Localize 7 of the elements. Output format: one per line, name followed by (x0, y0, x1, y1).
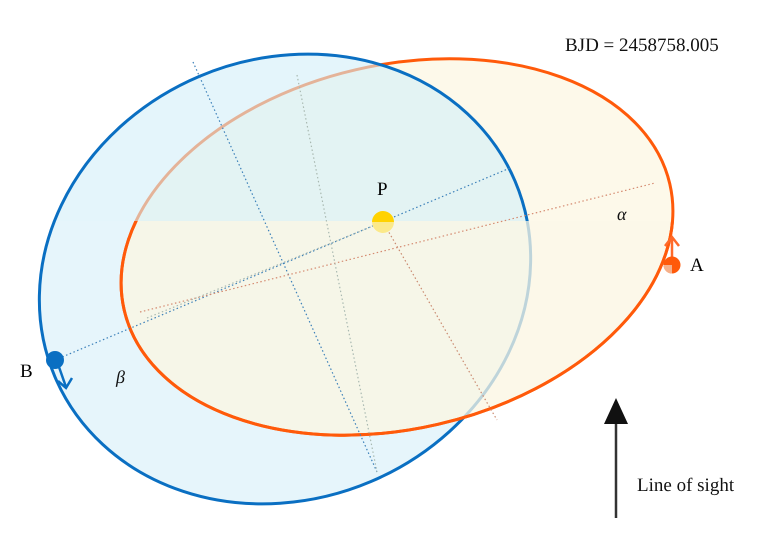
point-label: A (690, 256, 704, 275)
point-label: B (20, 362, 33, 381)
date-label: BJD = 2458758.005 (565, 36, 719, 55)
angle-label: α (617, 205, 626, 223)
axis-label: Line of sight (637, 476, 734, 495)
angle-label: β (116, 368, 125, 386)
point-label: P (377, 180, 388, 199)
